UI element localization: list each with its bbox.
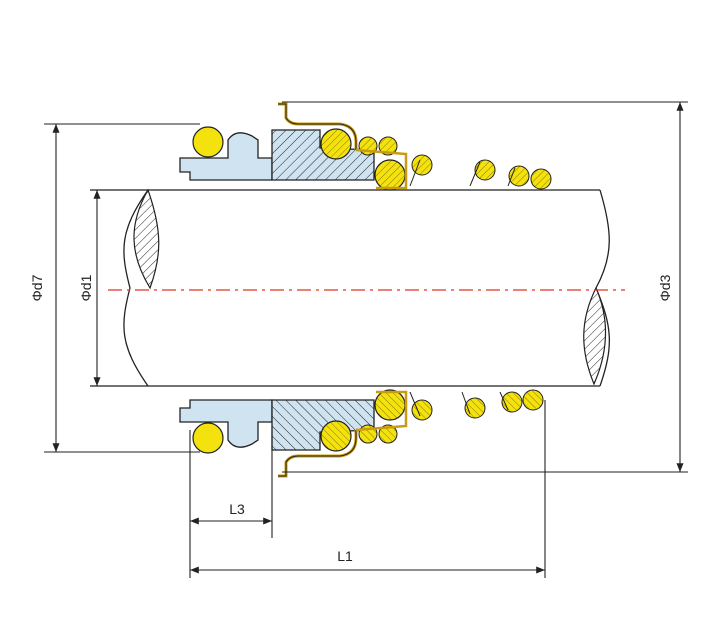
upper-seal-half: [179, 102, 552, 191]
spring-coils-lower: [409, 389, 544, 421]
label-l3: L3: [229, 501, 245, 517]
label-d1: Φd1: [78, 274, 94, 301]
label-d3: Φd3: [657, 274, 673, 301]
shaft-break-right: [583, 286, 607, 386]
oring-face-lower: [320, 420, 352, 452]
label-d7: Φd7: [29, 274, 45, 301]
stationary-seat-lower: [179, 399, 273, 448]
oring-face-upper: [320, 128, 352, 160]
shaft: [90, 188, 611, 387]
spring-coils-upper: [409, 154, 552, 190]
shaft-break-left: [133, 188, 160, 290]
label-l1: L1: [337, 548, 353, 564]
lower-seal-half: [179, 389, 544, 478]
dimension-lines: [44, 101, 688, 578]
oring-seat-lower: [192, 422, 224, 454]
stationary-seat-upper: [179, 132, 273, 181]
oring-seat-upper: [192, 126, 224, 158]
